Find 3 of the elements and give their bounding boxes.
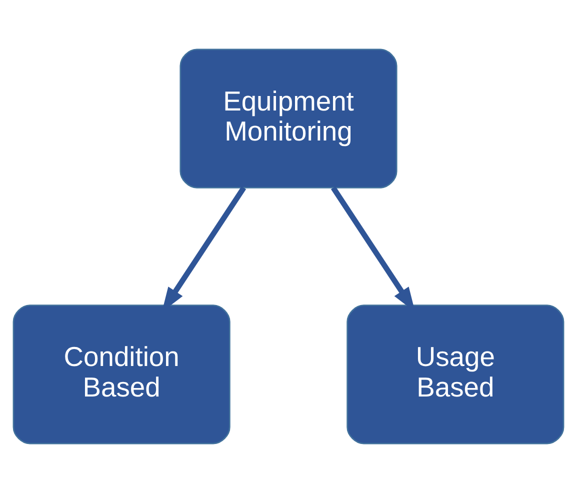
node-box: Condition Based bbox=[12, 304, 230, 444]
node-box: Usage Based bbox=[346, 304, 564, 444]
node-box: Equipment Monitoring bbox=[180, 48, 398, 188]
